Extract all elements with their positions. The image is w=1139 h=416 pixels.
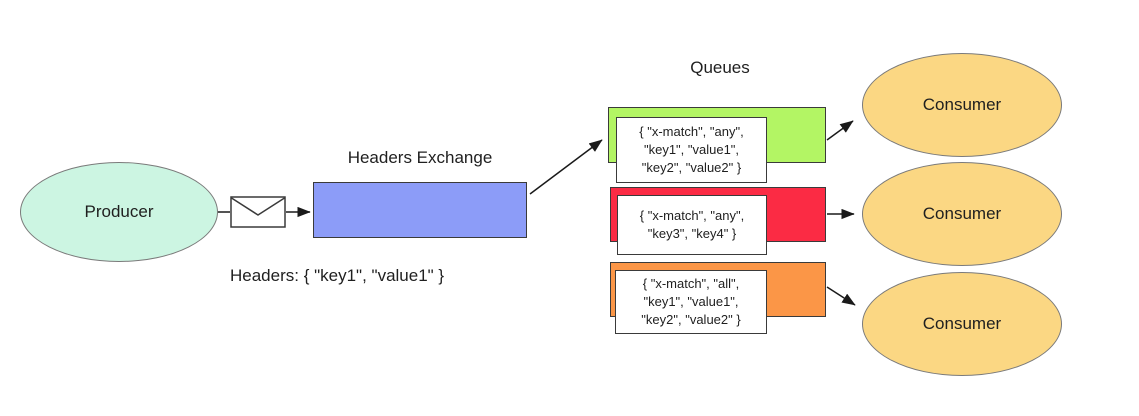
queue-3-binding-box: { "x-match", "all", "key1", "value1", "k… [615,270,767,334]
queues-title: Queues [690,58,750,77]
binding-line: "key1", "value1", [643,142,740,157]
headers-exchange-label: Headers Exchange [347,148,493,167]
binding-line: "key2", "value2" } [641,312,741,327]
consumer-2-node: Consumer [862,162,1062,266]
binding-line: { "x-match", "all", [642,276,740,291]
queue-2-binding-box: { "x-match", "any", "key3", "key4" } [617,195,767,255]
producer-node: Producer [20,162,218,262]
arrow-exchange-to-queue-1 [529,139,603,195]
consumer-3-label: Consumer [922,314,1002,333]
arrow-queue-3-to-consumer-3 [826,286,856,306]
consumer-2-label: Consumer [922,204,1002,223]
binding-line: { "x-match", "any", [639,124,744,139]
binding-line: { "x-match", "any", [639,208,745,223]
binding-line: "key2", "value2" } [641,160,742,175]
consumer-3-node: Consumer [862,272,1062,376]
queue-1-binding-box: { "x-match", "any", "key1", "value1", "k… [616,117,767,183]
consumer-1-label: Consumer [922,95,1002,114]
message-headers-annotation: Headers: { "key1", "value1" } [230,266,445,285]
binding-line: "key1", "value1", [643,294,739,309]
consumer-1-node: Consumer [862,53,1062,157]
binding-line: "key3", "key4" } [647,226,737,241]
producer-label: Producer [84,202,154,221]
message-envelope-icon [230,196,286,228]
arrow-queue-1-to-consumer-1 [826,120,854,141]
headers-exchange-node [313,182,527,238]
